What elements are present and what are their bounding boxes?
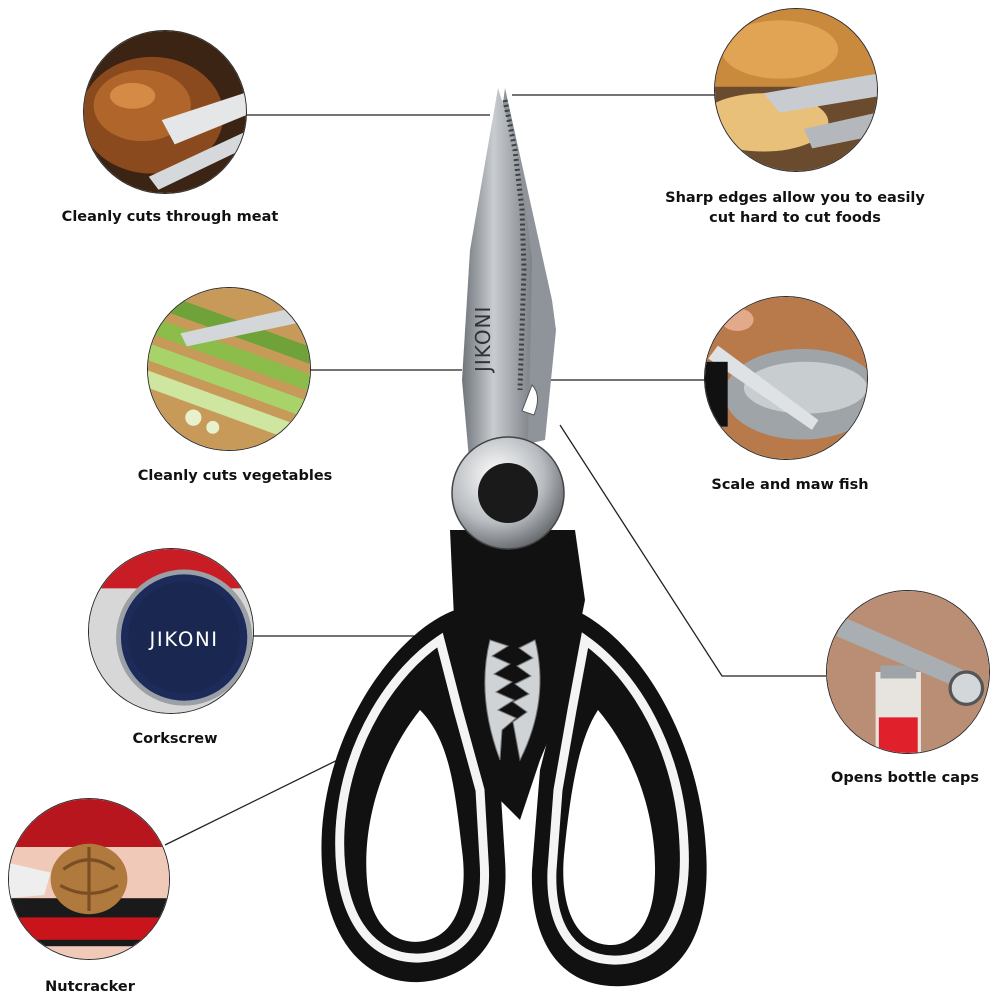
feature-image-corkscrew: JIKONI — [88, 548, 254, 714]
caption-nut: Nutcracker — [45, 979, 135, 995]
nutcracker-teeth-right — [512, 639, 541, 762]
leader-bottle — [559, 424, 826, 677]
feature-image-hard-foods — [714, 8, 878, 172]
feature-image-vegetables — [147, 287, 311, 451]
bottle-cap-icon: JIKONI — [89, 549, 253, 713]
front-blade — [462, 88, 532, 470]
blade-logo: JIKONI — [471, 306, 495, 374]
left-handle-white-trim — [335, 632, 490, 963]
caption-hard-foods: Sharp edges allow you to easily cut hard… — [665, 190, 925, 226]
nutcracker-teeth — [484, 639, 517, 761]
bottle-cap-logo: JIKONI — [147, 628, 218, 651]
caption-corkscrew: Corkscrew — [132, 731, 218, 747]
pivot-screw-cap — [478, 463, 538, 523]
feature-image-meat — [83, 30, 247, 194]
green-onion-icon — [148, 288, 310, 450]
right-handle-white-trim — [547, 632, 689, 965]
pizza-crust-icon — [715, 9, 877, 171]
feature-image-fish — [704, 296, 868, 460]
caption-bottle: Opens bottle caps — [831, 770, 979, 786]
caption-meat: Cleanly cuts through meat — [61, 209, 279, 225]
bottle-opener-notch — [521, 384, 538, 416]
caption-vegetables: Cleanly cuts vegetables — [137, 468, 333, 484]
caption-fish: Scale and maw fish — [711, 477, 869, 493]
feature-image-bottle — [826, 590, 990, 754]
right-handle-hole — [563, 710, 656, 946]
walnut-icon — [9, 799, 169, 959]
roast-chicken-icon — [84, 31, 246, 193]
left-handle-hole — [366, 710, 464, 942]
bottle-opener-icon — [827, 591, 989, 753]
feature-image-nut — [8, 798, 170, 960]
fish-icon — [705, 297, 867, 459]
serrated-edge — [502, 99, 527, 391]
